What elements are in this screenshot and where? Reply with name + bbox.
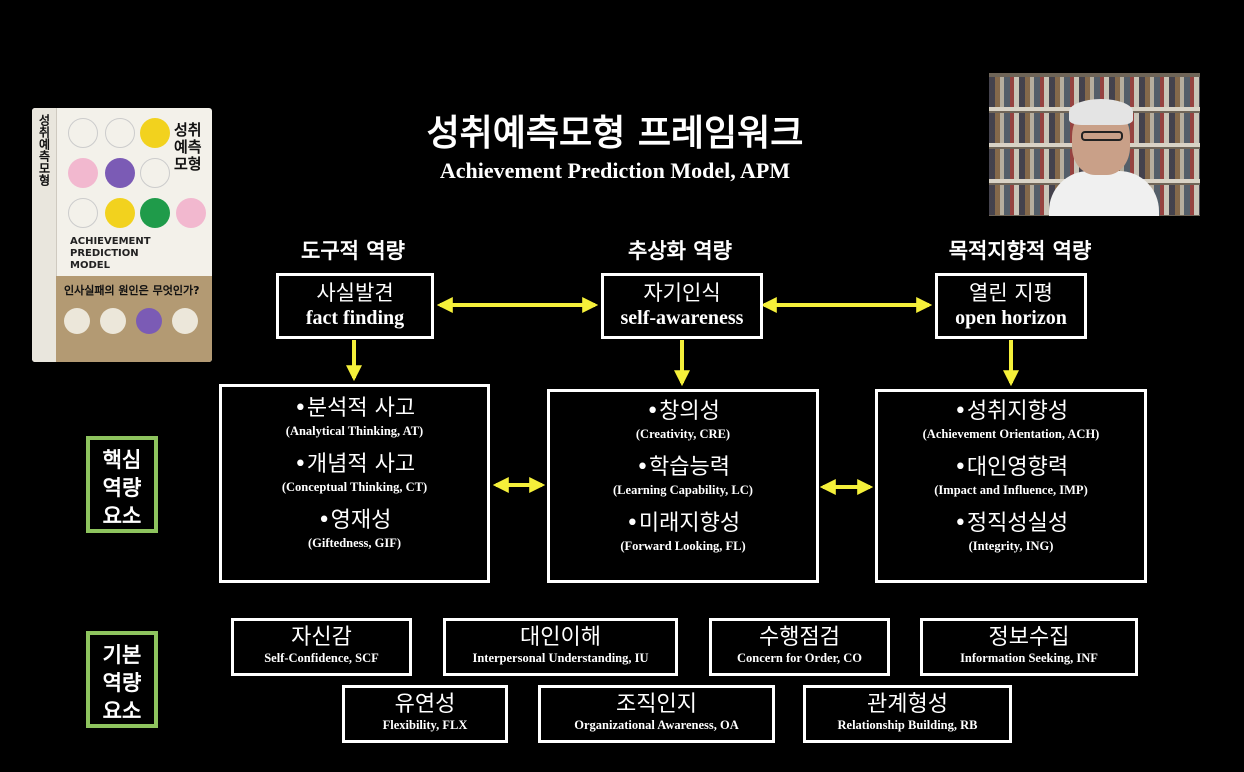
competency-item: •분석적 사고 bbox=[222, 395, 487, 423]
basic-label-en: Relationship Building, RB bbox=[806, 718, 1009, 733]
side-label-line: 기본 bbox=[90, 641, 154, 669]
basic-box: 조직인지 Organizational Awareness, OA bbox=[538, 685, 775, 743]
box-fact-finding: 사실발견 fact finding bbox=[276, 273, 434, 339]
competency-item: •영재성 bbox=[222, 507, 487, 535]
side-label-line: 핵심 bbox=[90, 446, 154, 474]
basic-label-ko: 관계형성 bbox=[806, 691, 1009, 718]
box-self-awareness: 자기인식 self-awareness bbox=[601, 273, 763, 339]
basic-box: 대인이해 Interpersonal Understanding, IU bbox=[443, 618, 678, 676]
competency-item-en: (Impact and Influence, IMP) bbox=[878, 482, 1144, 498]
side-label-basic: 기본 역량 요소 bbox=[86, 631, 158, 728]
competency-item-en: (Creativity, CRE) bbox=[550, 426, 816, 442]
basic-label-ko: 유연성 bbox=[345, 691, 505, 718]
box-open-horizon: 열린 지평 open horizon bbox=[935, 273, 1087, 339]
competency-item: •학습능력 bbox=[550, 454, 816, 482]
basic-label-ko: 조직인지 bbox=[541, 691, 772, 718]
basic-label-en: Interpersonal Understanding, IU bbox=[446, 651, 675, 666]
competency-item: •미래지향성 bbox=[550, 510, 816, 538]
competency-item-en: (Integrity, ING) bbox=[878, 538, 1144, 554]
basic-box: 수행점검 Concern for Order, CO bbox=[709, 618, 890, 676]
side-label-line: 요소 bbox=[90, 697, 154, 725]
competency-item-en: (Giftedness, GIF) bbox=[222, 535, 487, 551]
side-label-core: 핵심 역량 요소 bbox=[86, 436, 158, 533]
basic-label-en: Self-Confidence, SCF bbox=[234, 651, 409, 666]
box-label-en: self-awareness bbox=[604, 306, 760, 330]
basic-label-ko: 대인이해 bbox=[446, 624, 675, 651]
box-label-ko: 사실발견 bbox=[279, 280, 431, 306]
basic-label-ko: 정보수집 bbox=[923, 624, 1135, 651]
basic-label-en: Information Seeking, INF bbox=[923, 651, 1135, 666]
competency-item: •창의성 bbox=[550, 398, 816, 426]
competency-item-en: (Analytical Thinking, AT) bbox=[222, 423, 487, 439]
competency-item: •정직성실성 bbox=[878, 510, 1144, 538]
side-label-line: 역량 bbox=[90, 669, 154, 697]
side-label-line: 역량 bbox=[90, 474, 154, 502]
core-box-instrumental: •분석적 사고 (Analytical Thinking, AT) •개념적 사… bbox=[219, 384, 490, 583]
box-label-ko: 자기인식 bbox=[604, 280, 760, 306]
box-label-en: fact finding bbox=[279, 306, 431, 330]
competency-item-en: (Achievement Orientation, ACH) bbox=[878, 426, 1144, 442]
competency-item-en: (Forward Looking, FL) bbox=[550, 538, 816, 554]
box-label-en: open horizon bbox=[938, 306, 1084, 330]
basic-label-ko: 자신감 bbox=[234, 624, 409, 651]
basic-label-en: Concern for Order, CO bbox=[712, 651, 887, 666]
basic-box: 유연성 Flexibility, FLX bbox=[342, 685, 508, 743]
basic-label-ko: 수행점검 bbox=[712, 624, 887, 651]
basic-label-en: Organizational Awareness, OA bbox=[541, 718, 772, 733]
core-box-abstraction: •창의성 (Creativity, CRE) •학습능력 (Learning C… bbox=[547, 389, 819, 583]
competency-item: •대인영향력 bbox=[878, 454, 1144, 482]
side-label-line: 요소 bbox=[90, 502, 154, 530]
basic-box: 정보수집 Information Seeking, INF bbox=[920, 618, 1138, 676]
core-box-purposive: •성취지향성 (Achievement Orientation, ACH) •대… bbox=[875, 389, 1147, 583]
competency-item: •개념적 사고 bbox=[222, 451, 487, 479]
basic-box: 자신감 Self-Confidence, SCF bbox=[231, 618, 412, 676]
competency-item-en: (Conceptual Thinking, CT) bbox=[222, 479, 487, 495]
basic-box: 관계형성 Relationship Building, RB bbox=[803, 685, 1012, 743]
competency-item-en: (Learning Capability, LC) bbox=[550, 482, 816, 498]
basic-label-en: Flexibility, FLX bbox=[345, 718, 505, 733]
competency-item: •성취지향성 bbox=[878, 398, 1144, 426]
box-label-ko: 열린 지평 bbox=[938, 280, 1084, 306]
